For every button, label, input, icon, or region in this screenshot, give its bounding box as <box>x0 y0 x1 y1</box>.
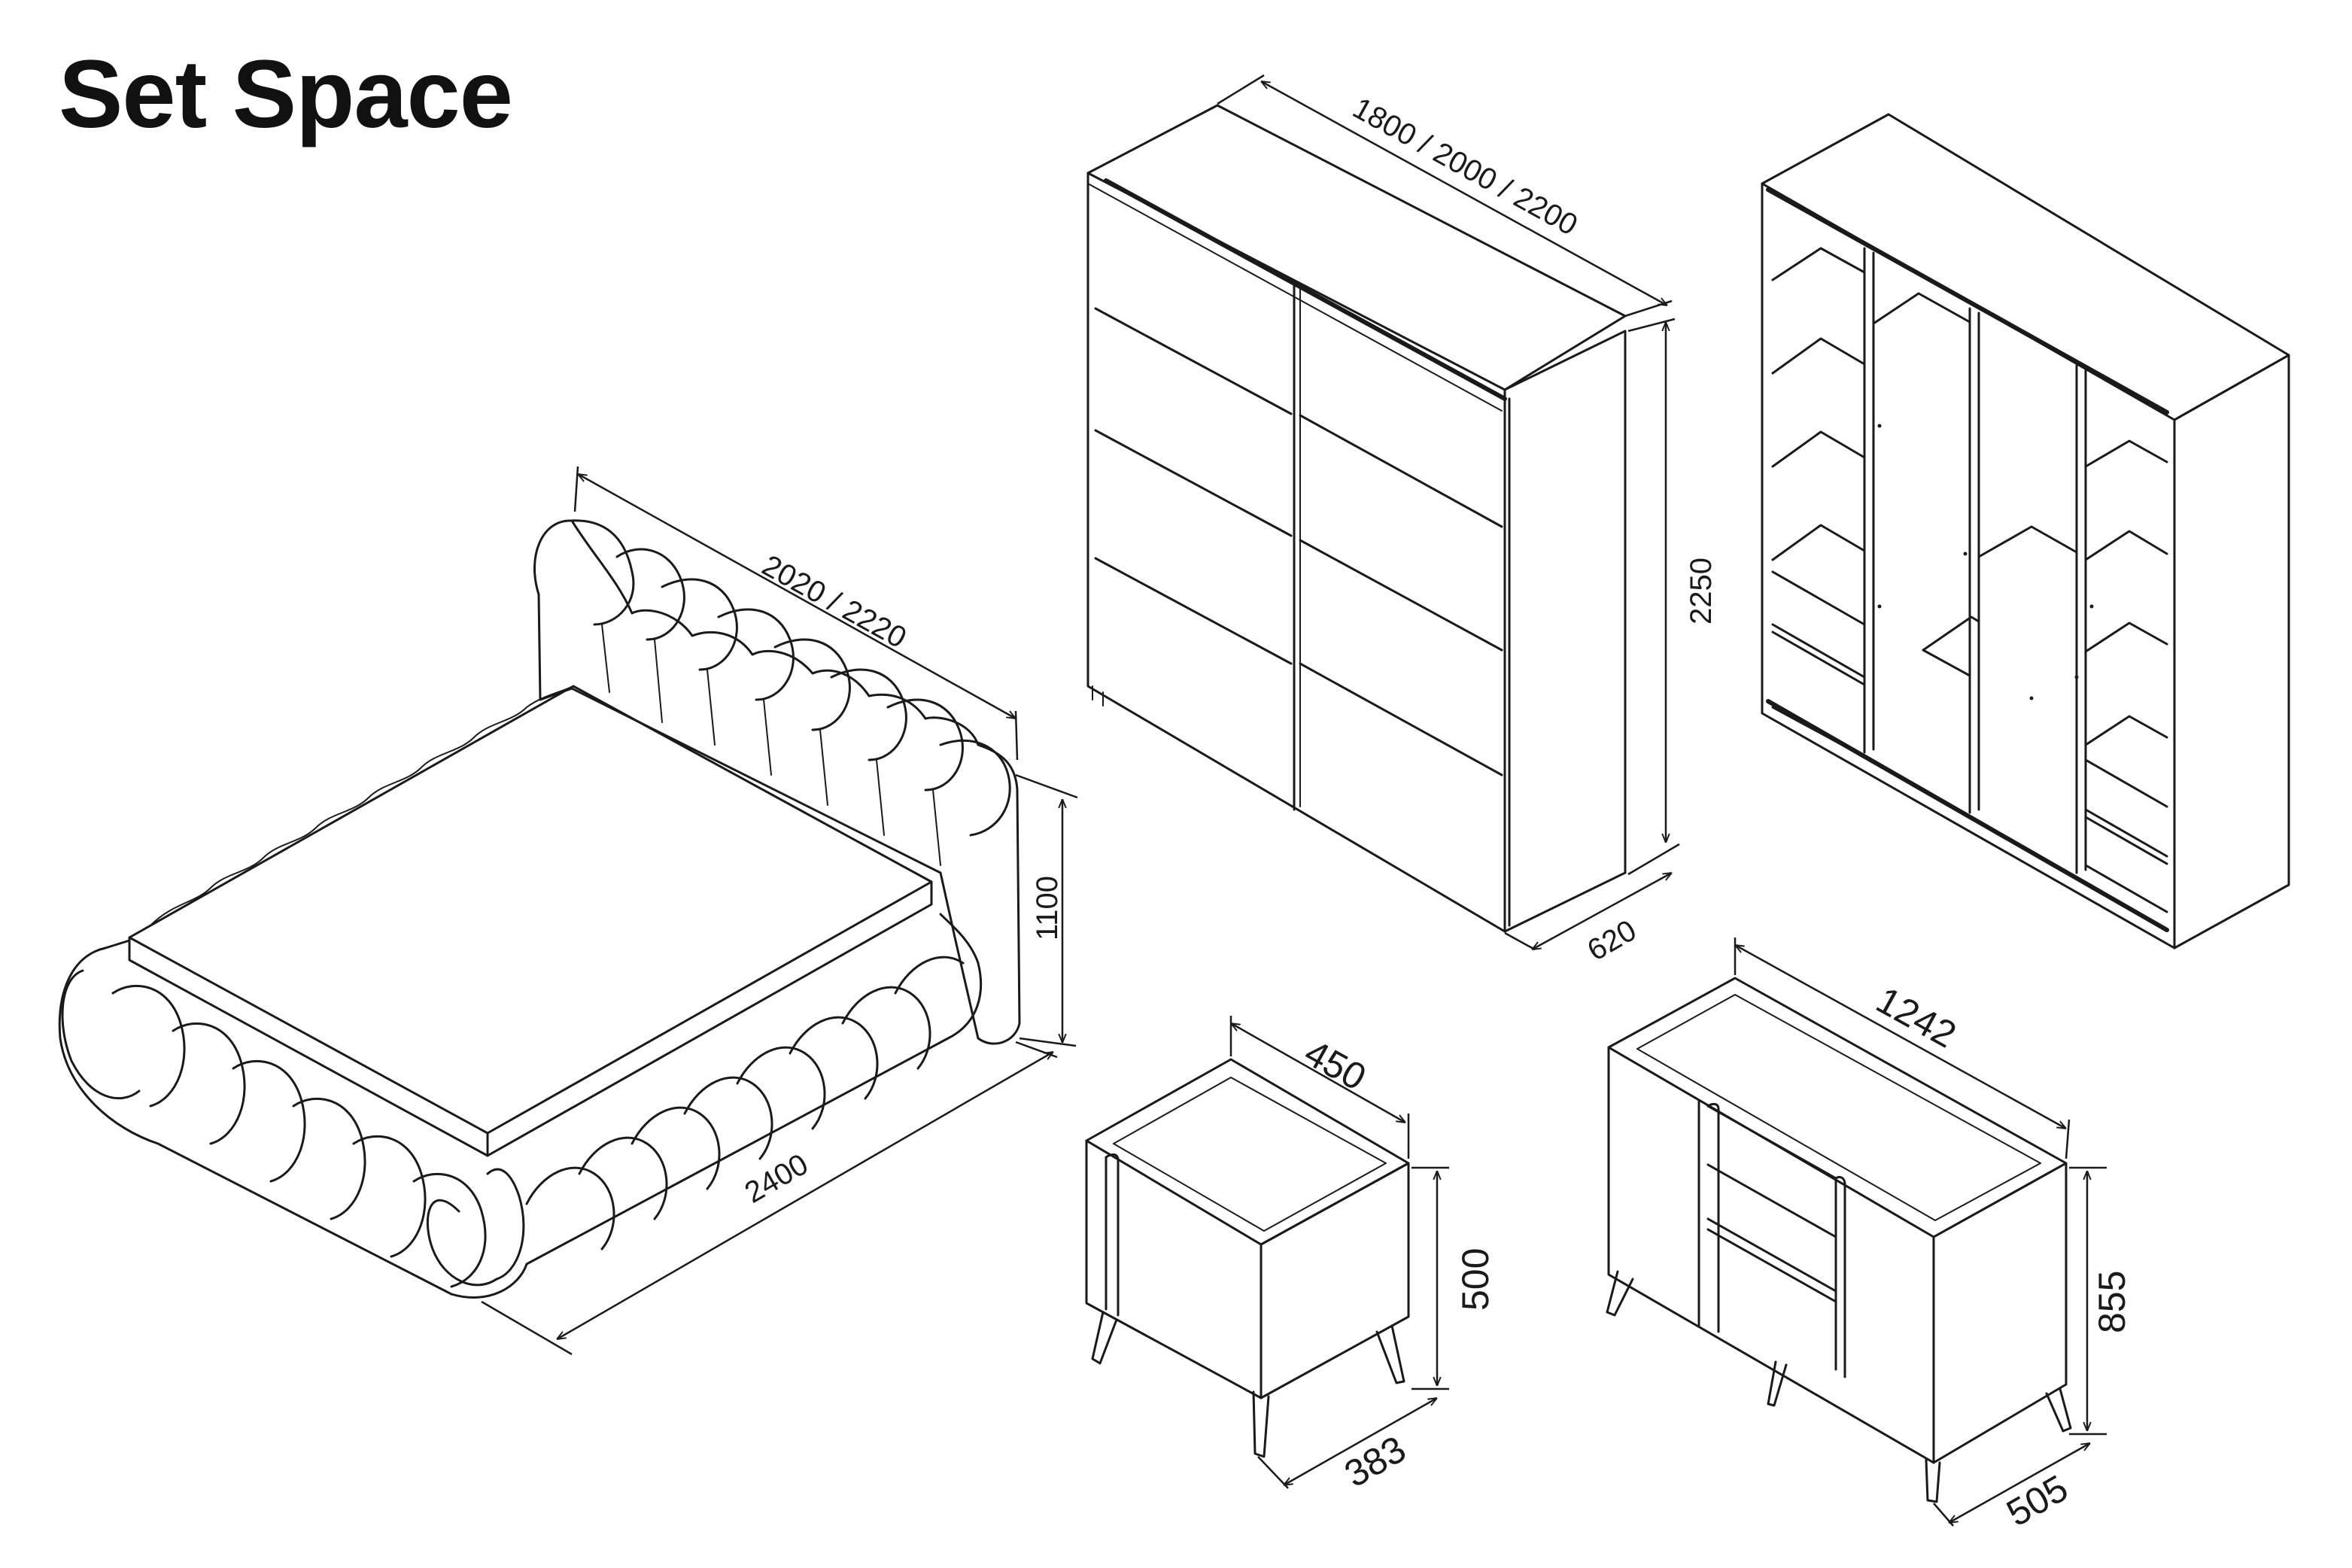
bed-side-cushions <box>525 956 965 1250</box>
nightstand-dimensions: 450 500 383 <box>1231 1016 1497 1496</box>
wardrobe-front-outline <box>1086 172 1506 933</box>
nightstand-front <box>1085 1139 1263 1399</box>
nightstand-height-label: 500 <box>1454 1248 1497 1311</box>
bed-side-rail-tufts <box>150 685 574 926</box>
bed-mattress-top <box>128 685 933 1135</box>
wardrobe-width-label: 1800 / 2000 / 2200 <box>1348 91 1583 242</box>
sideboard-side <box>1932 1162 2068 1464</box>
bed-headboard-pleats <box>601 624 941 866</box>
bed-footboard-outline <box>58 913 983 1299</box>
wardrobe-dimensions: 1800 / 2000 / 2200 2250 620 <box>1217 74 1718 968</box>
wardrobe-left-door-panels <box>1094 307 1293 665</box>
sideboard-width-label: 1242 <box>1870 979 1963 1056</box>
bed-height-label: 1100 <box>1031 876 1064 940</box>
wardrobe-open-top <box>1761 113 2290 421</box>
sideboard-legs <box>1606 1270 2072 1503</box>
wardrobe-right-door-panels <box>1299 414 1503 776</box>
wardrobe-open-front <box>1761 182 2176 950</box>
sideboard-left-door <box>1697 1100 1720 1333</box>
sideboard-depth-label: 505 <box>2000 1466 2075 1534</box>
sideboard-front <box>1607 1046 1935 1464</box>
sideboard-drawers <box>1706 1105 1837 1371</box>
sideboard-right-door <box>1834 1175 1846 1378</box>
wardrobe-height-label: 2250 <box>1685 558 1718 624</box>
wardrobe-side-outline <box>1503 330 1627 933</box>
wardrobe-open-left-shelves <box>1771 247 1866 758</box>
nightstand-depth-label: 383 <box>1338 1427 1413 1495</box>
wardrobe-open-side <box>2173 354 2290 950</box>
sideboard-top <box>1607 977 2068 1238</box>
nightstand-drawing <box>1085 1058 1410 1458</box>
wardrobe-open-dividers <box>1863 247 2087 874</box>
bed-width-label: 2020 / 2220 <box>757 548 912 655</box>
wardrobe-open-drawing <box>1761 113 2290 950</box>
page-title: Set Space <box>59 41 513 148</box>
nightstand-drawer-front <box>1105 1153 1120 1317</box>
nightstand-width-label: 450 <box>1298 1032 1373 1099</box>
nightstand-legs <box>1091 1311 1405 1458</box>
bed-mattress-side <box>128 936 489 1157</box>
wardrobe-top-rail <box>1104 178 1507 401</box>
nightstand-side <box>1260 1162 1410 1399</box>
bed-length-label: 2400 <box>740 1147 814 1210</box>
bed-dimensions: 2020 / 2220 1100 2400 <box>481 466 1078 1356</box>
wardrobe-depth-label: 620 <box>1582 913 1642 967</box>
bed-frame-rim <box>104 939 131 950</box>
bed-mattress-side-right <box>486 880 933 1157</box>
wardrobe-open-mid-shelves <box>1872 292 2078 677</box>
bed-footboard-cushions <box>61 969 525 1288</box>
sideboard-height-label: 855 <box>2091 1271 2133 1333</box>
wardrobe-open-right-shelves <box>2084 439 2168 913</box>
sideboard-drawing <box>1606 977 2072 1503</box>
